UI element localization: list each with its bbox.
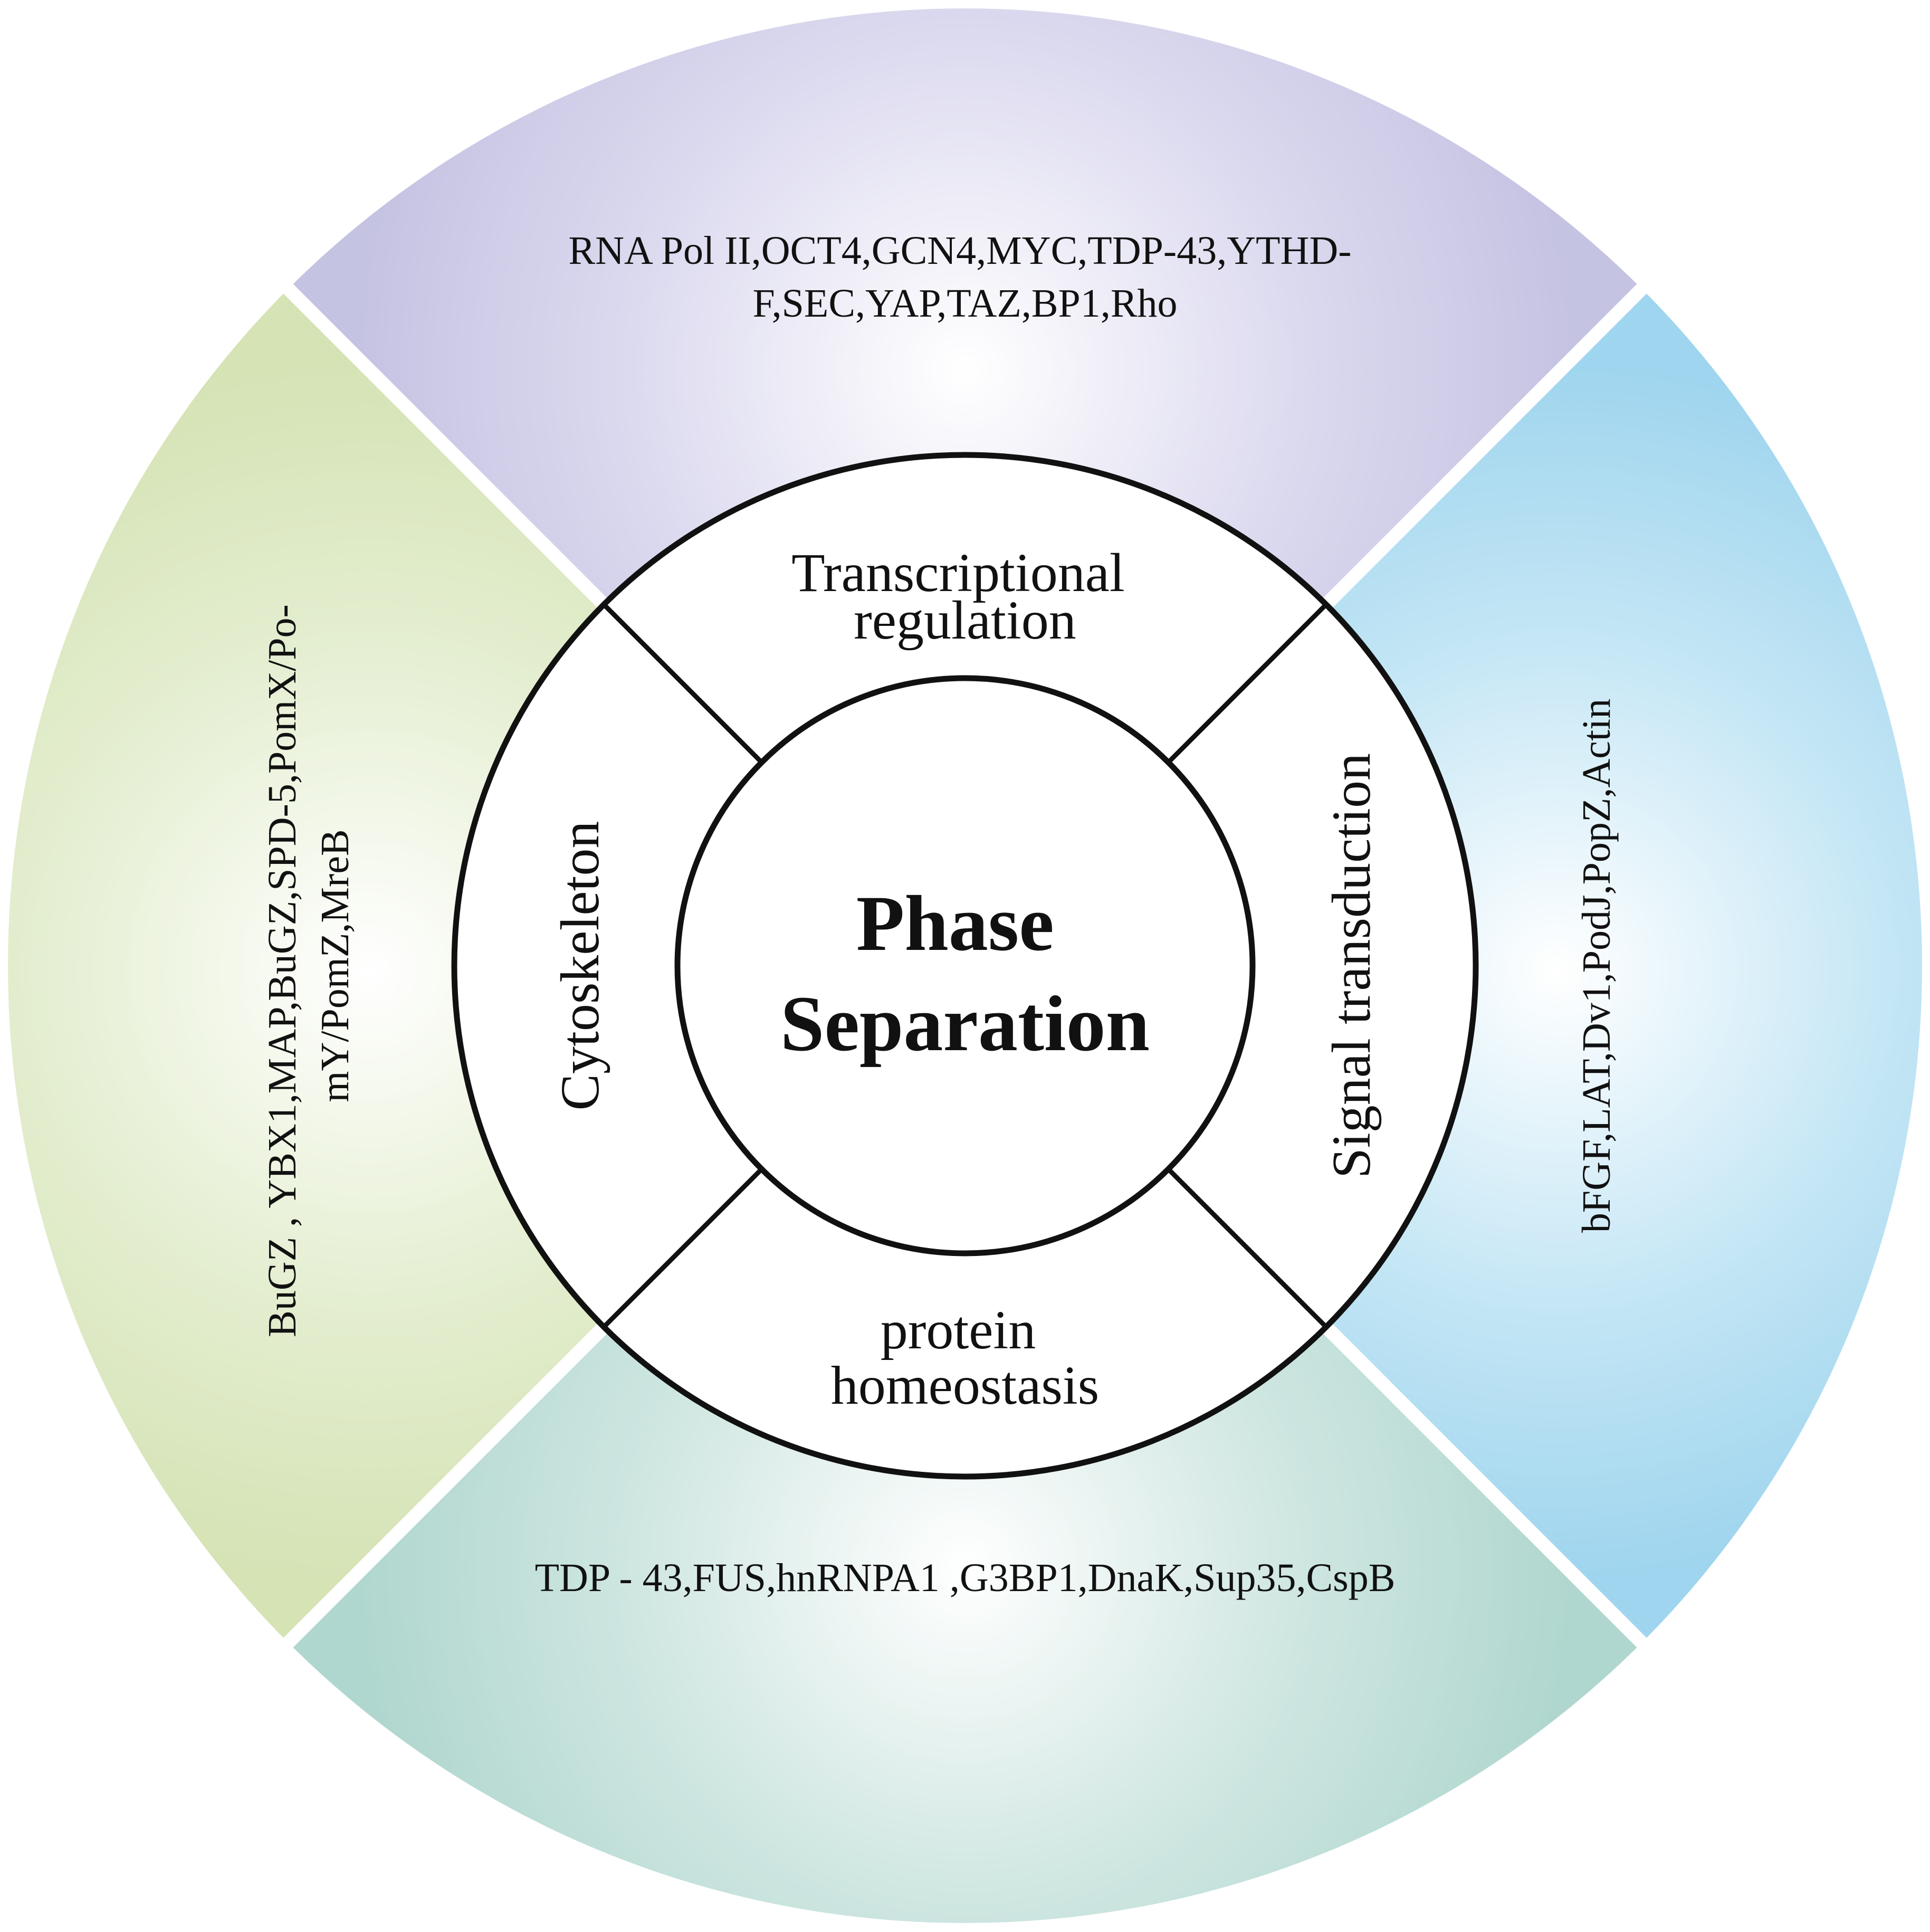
proteins-top: RNA Pol II,OCT4,GCN4,MYC,TDP-43,YTHD- F,… [568, 229, 1361, 326]
proteins-bottom: TDP - 43,FUS,hnRNPA1 ,G3BP1,DnaK,Sup35,C… [535, 1556, 1396, 1600]
category-right: Signal transduction [1321, 753, 1382, 1178]
proteins-left: BuGZ , YBX1,MAP,BuGZ,SPD-5,PomX/Po- mY/P… [260, 594, 357, 1337]
ring-dividers [602, 603, 1328, 1329]
center-title-line-1: Phase [856, 880, 1054, 967]
category-top: Transcriptional regulation [791, 543, 1139, 651]
proteins-bottom-line-1: TDP - 43,FUS,hnRNPA1 ,G3BP1,DnaK,Sup35,C… [535, 1556, 1396, 1600]
category-left: Cytoskeleton [550, 821, 610, 1111]
center-circle [674, 675, 1256, 1257]
category-left-line-1: Cytoskeleton [550, 821, 610, 1111]
category-top-line-2: regulation [854, 590, 1076, 651]
proteins-left-line-2: mY/PomZ,MreB [313, 829, 357, 1102]
category-top-line-1: Transcriptional [791, 543, 1125, 603]
center-title-line-2: Separation [780, 980, 1150, 1068]
proteins-right-line-1: bFGF,LAT,Dv1,PodJ,PopZ,Actin [1574, 699, 1619, 1233]
proteins-top-line-1: RNA Pol II,OCT4,GCN4,MYC,TDP-43,YTHD- [568, 229, 1351, 273]
category-bottom: protein homeostasis [831, 1300, 1099, 1416]
center-title: Phase Separation [780, 880, 1150, 1068]
proteins-left-line-1: BuGZ , YBX1,MAP,BuGZ,SPD-5,PomX/Po- [260, 604, 304, 1337]
proteins-top-line-2: F,SEC,YAP,TAZ,BP1,Rho [752, 281, 1177, 326]
category-bottom-line-1: protein [881, 1300, 1036, 1360]
category-right-line-1: Signal transduction [1321, 753, 1382, 1178]
category-bottom-line-2: homeostasis [831, 1355, 1099, 1416]
proteins-right: bFGF,LAT,Dv1,PodJ,PopZ,Actin [1574, 699, 1619, 1233]
